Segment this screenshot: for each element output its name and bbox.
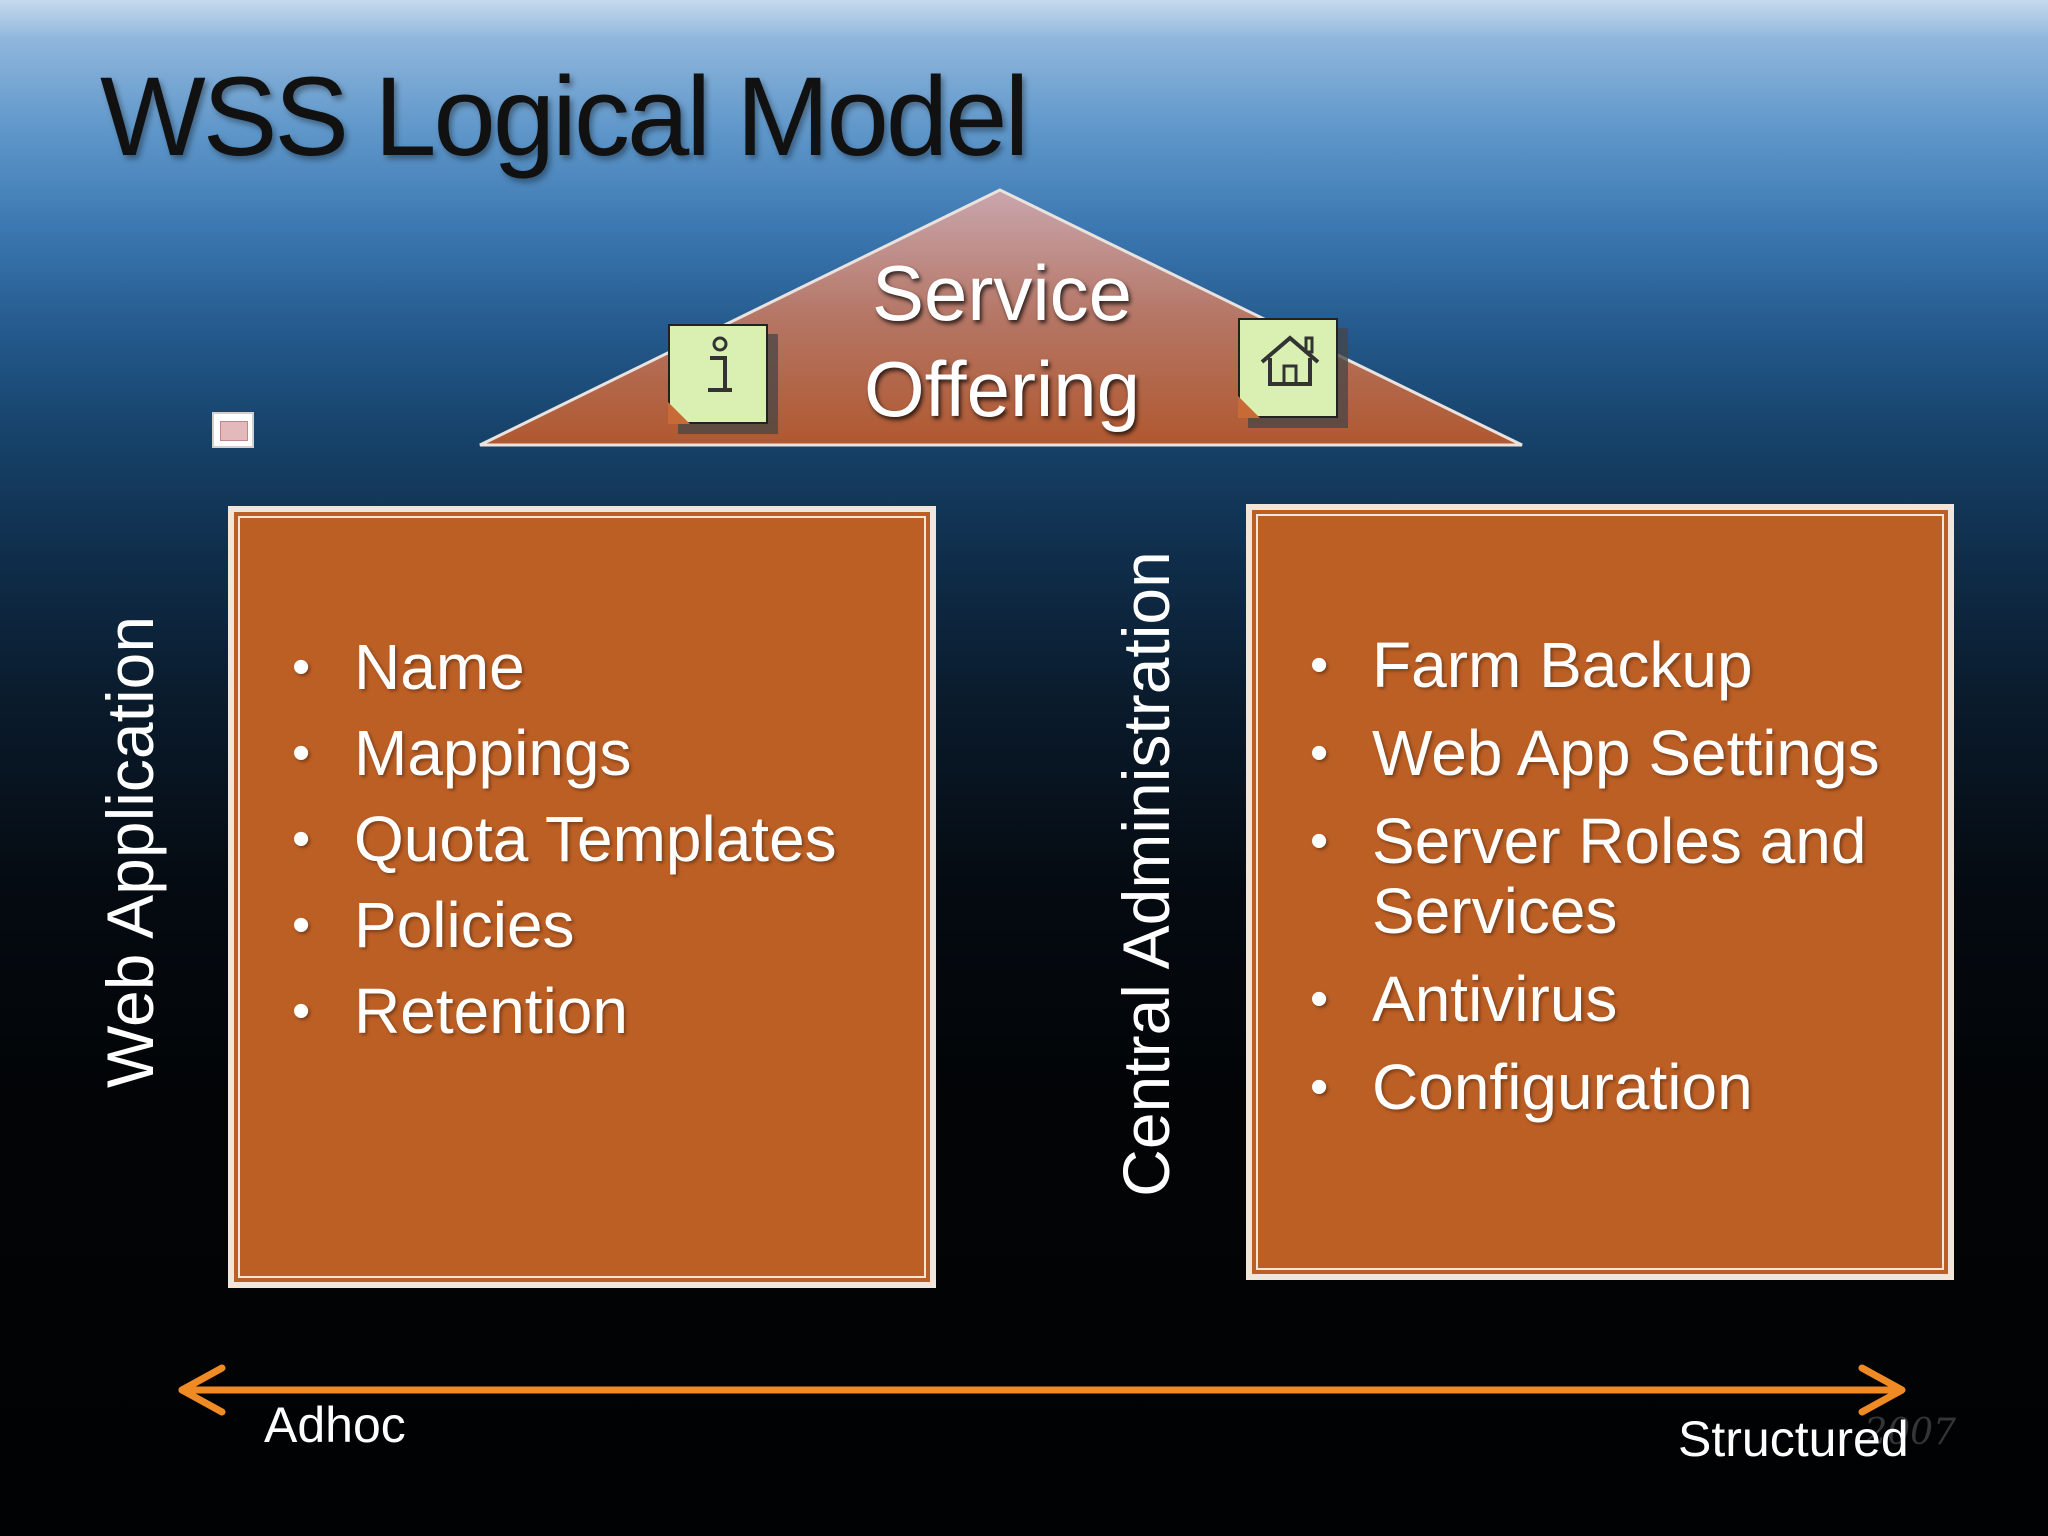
structured-label: Structured (1678, 1411, 1909, 1467)
central-administration-label: Central Administration (1109, 551, 1183, 1197)
list-item: Quota Templates (292, 802, 922, 876)
list-item: Antivirus (1310, 964, 1940, 1034)
list-item: Retention (292, 974, 922, 1048)
web-application-list: Name Mappings Quota Templates Policies R… (292, 630, 922, 1060)
info-icon (668, 324, 768, 424)
list-item: Server Roles and Services (1310, 806, 1940, 946)
list-item: Configuration (1310, 1052, 1940, 1122)
placeholder-square (212, 412, 254, 448)
list-item: Name (292, 630, 922, 704)
list-item: Farm Backup (1310, 630, 1940, 700)
web-application-label: Web Application (93, 615, 167, 1089)
slide-title: WSS Logical Model (100, 54, 1029, 179)
event-logo-watermark: 2007 (1864, 1412, 1956, 1453)
list-item: Web App Settings (1310, 718, 1940, 788)
home-icon (1238, 318, 1338, 418)
service-offering-line2: Offering (863, 345, 1141, 433)
central-administration-panel: Farm Backup Web App Settings Server Role… (1246, 504, 1954, 1280)
adhoc-label: Adhoc (264, 1397, 406, 1453)
list-item: Mappings (292, 716, 922, 790)
list-item: Policies (292, 888, 922, 962)
web-application-panel: Name Mappings Quota Templates Policies R… (228, 506, 936, 1288)
central-administration-list: Farm Backup Web App Settings Server Role… (1310, 630, 1940, 1140)
service-offering-line1: Service (871, 249, 1133, 337)
